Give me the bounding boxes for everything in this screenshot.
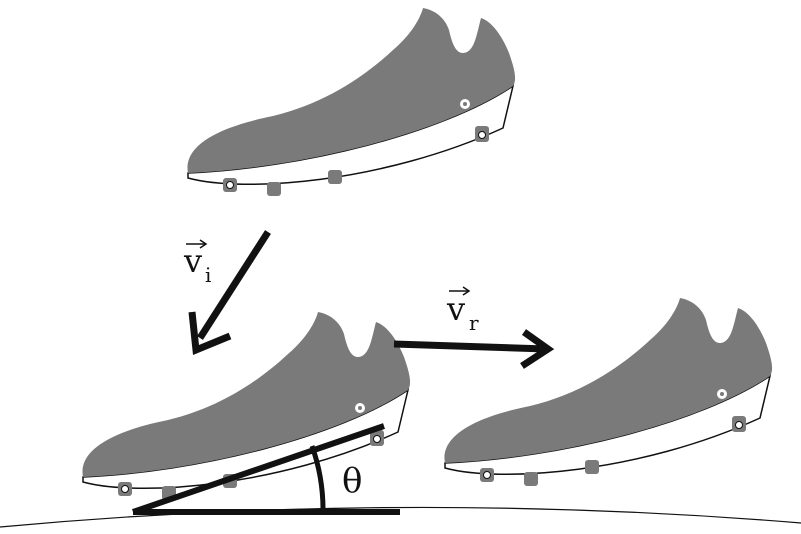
outgoing-shoe <box>443 297 773 487</box>
reflected-velocity-arrow <box>393 340 547 353</box>
reflected-velocity-label: v r <box>446 286 479 335</box>
tilt-reference-line <box>132 423 385 515</box>
reflected-arrowhead <box>520 329 555 369</box>
incoming-shoe <box>186 7 516 197</box>
incident-velocity-arrow <box>197 230 271 340</box>
incident-velocity-label: v i <box>183 239 211 287</box>
incident-arrowhead <box>188 311 232 356</box>
angle-arc <box>309 445 326 513</box>
reflected-velocity-subscript: r <box>469 311 479 335</box>
reflected-velocity-symbol: v <box>446 290 465 328</box>
angle-label: θ <box>342 461 362 501</box>
incident-velocity-symbol: v <box>183 242 202 280</box>
incident-velocity-subscript: i <box>205 263 211 287</box>
ground-curve <box>0 506 801 528</box>
